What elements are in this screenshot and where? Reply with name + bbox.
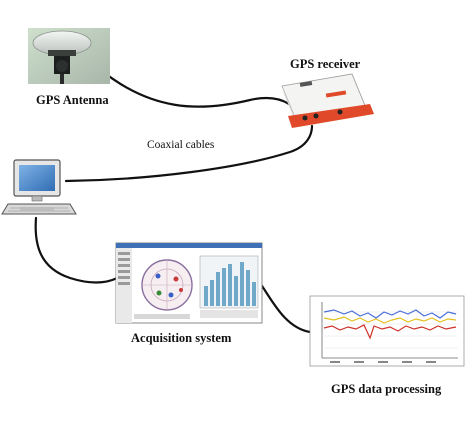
label-gps-data-processing: GPS data processing — [331, 382, 442, 396]
cable-computer-acquisition — [34, 216, 122, 284]
label-gps-antenna: GPS Antenna — [36, 93, 109, 107]
antenna-icon — [28, 28, 110, 84]
cable-antenna-receiver — [94, 64, 306, 126]
acquisition-screenshot — [115, 242, 263, 324]
receiver-icon — [281, 73, 374, 128]
label-gps-receiver: GPS receiver — [290, 57, 361, 71]
trace-red — [323, 324, 457, 340]
trace-blue — [323, 309, 457, 319]
trace-yellow — [323, 316, 457, 324]
label-acquisition-system: Acquisition system — [131, 331, 232, 345]
label-coaxial-cables: Coaxial cables — [147, 139, 215, 151]
computer-icon — [1, 159, 77, 215]
processing-plot — [309, 295, 465, 367]
cable-computer-receiver — [64, 124, 314, 183]
